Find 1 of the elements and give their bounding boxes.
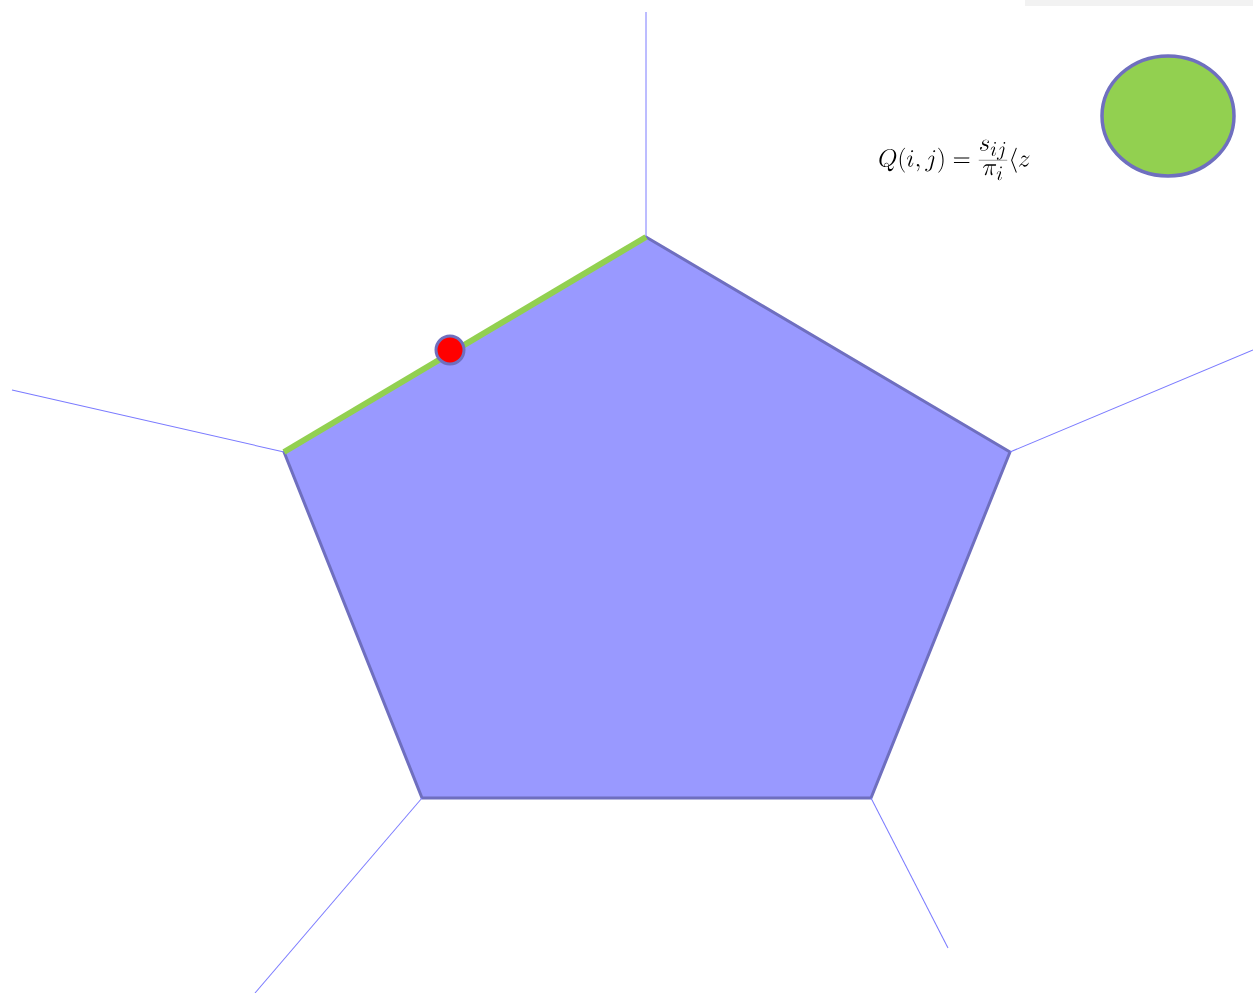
formula: $Q(i,j) = \frac{s_{ij}}{\pi_i}\langle z$ — [879, 139, 1030, 181]
